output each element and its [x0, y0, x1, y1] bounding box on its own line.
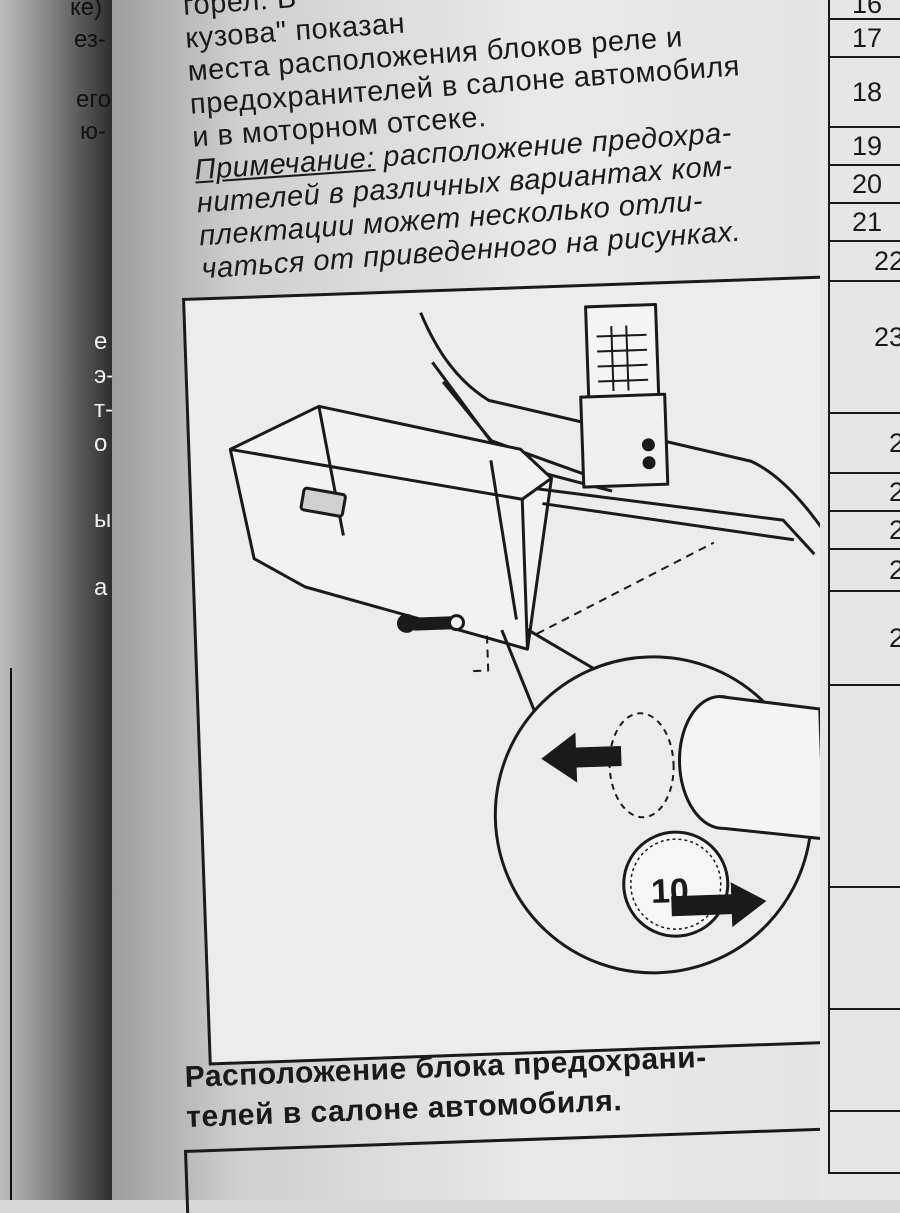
left-fragment: ю- [80, 118, 106, 145]
left-page-strip: ке) ез- его ю- е э- т- о ы а [0, 0, 112, 1200]
table-cell: 21 [828, 204, 900, 242]
table-cell: 2 [828, 414, 900, 474]
left-fragment: т- [94, 396, 112, 423]
left-fragment: его [76, 86, 111, 113]
table-cell: 2 [828, 550, 900, 592]
next-figure-frame [184, 1127, 832, 1213]
bolt-icon [396, 613, 465, 633]
left-fragment: ы [94, 506, 112, 533]
table-cell [828, 686, 900, 888]
figure-frame: 10 [182, 274, 877, 1066]
glove-box-latch [299, 486, 347, 518]
table-cell: 20 [828, 166, 900, 204]
fuse-box-illustration: 10 [228, 302, 857, 975]
left-fragment: э- [94, 362, 112, 389]
left-fragment: е [94, 328, 108, 355]
table-cell [828, 888, 900, 1010]
table-cell: 2 [828, 512, 900, 550]
left-table-border [0, 668, 12, 1200]
coin-label: 10 [650, 872, 689, 911]
table-cell: 17 [828, 20, 900, 58]
left-fragment: ез- [74, 26, 106, 53]
left-fragment: о [94, 430, 108, 457]
table-cell: 2 [828, 474, 900, 512]
body-text: горел. В кузова" показан места расположе… [182, 0, 841, 286]
left-fragment: ке) [70, 0, 103, 21]
table-cell: 16 [828, 0, 900, 20]
turn-arrow-icon [671, 882, 767, 928]
main-page: горел. В кузова" показан места расположе… [112, 0, 877, 1213]
table-cell [828, 1010, 900, 1112]
table-cell: 22 [828, 242, 900, 282]
left-fragment: а [94, 574, 108, 601]
right-table: 16 17 18 19 20 21 22 23 2 2 2 2 2 [820, 0, 900, 1200]
table-cell [828, 1112, 900, 1174]
table-cell: 19 [828, 128, 900, 166]
table-cell: 2 [828, 592, 900, 686]
pull-arrow-icon [541, 732, 622, 783]
table-cell: 23 [828, 282, 900, 414]
glove-box [228, 404, 554, 651]
table-cell: 18 [828, 58, 900, 128]
